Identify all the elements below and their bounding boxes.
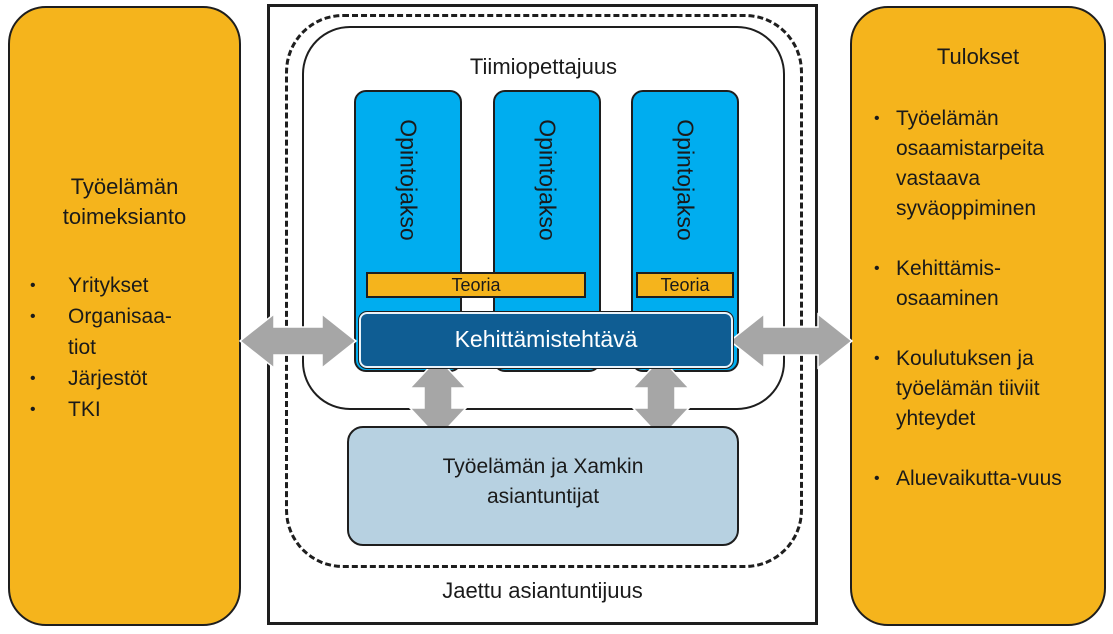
theory-bar-small: Teoria [636, 272, 734, 298]
experts-line1: Työelämän ja Xamkin [442, 455, 644, 478]
development-task-bar: Kehittämistehtävä [358, 311, 734, 369]
left-title-line1: Työelämän [70, 174, 179, 199]
list-item: Koulutuksen ja työelämän tiiviit yhteyde… [874, 344, 1096, 434]
shared-expertise-label: Jaettu asiantuntijuus [442, 578, 643, 603]
list-item: Organisaa- tiot [30, 301, 230, 363]
right-panel-title: Tulokset [936, 44, 1020, 69]
theory-bar-wide: Teoria [366, 272, 586, 298]
shared-expertise-boundary [285, 14, 803, 568]
list-item: Kehittämis-osaaminen [874, 254, 1046, 314]
team-teaching-label: Tiimiopettajuus [469, 54, 618, 79]
list-item: Työelämän osaamistarpeita vastaava syväo… [874, 104, 1066, 224]
list-item: TKI [30, 394, 230, 425]
left-bullet-list: Yritykset Organisaa- tiot Järjestöt TKI [30, 270, 230, 425]
left-title-line2: toimeksianto [62, 204, 187, 229]
list-item: Aluevaikutta-vuus [874, 464, 1066, 494]
right-double-arrow [728, 312, 854, 370]
list-item-text: Organisaa- tiot [68, 305, 172, 359]
right-bullet-list: Työelämän osaamistarpeita vastaava syväo… [874, 104, 1074, 524]
left-double-arrow [238, 312, 358, 370]
left-panel-title: Työelämän toimeksianto [8, 172, 241, 232]
experts-line2: asiantuntijat [486, 485, 600, 508]
list-item: Yritykset [30, 270, 230, 301]
experts-box: Työelämän ja Xamkin asiantuntijat [347, 426, 739, 546]
list-item: Järjestöt [30, 363, 230, 394]
